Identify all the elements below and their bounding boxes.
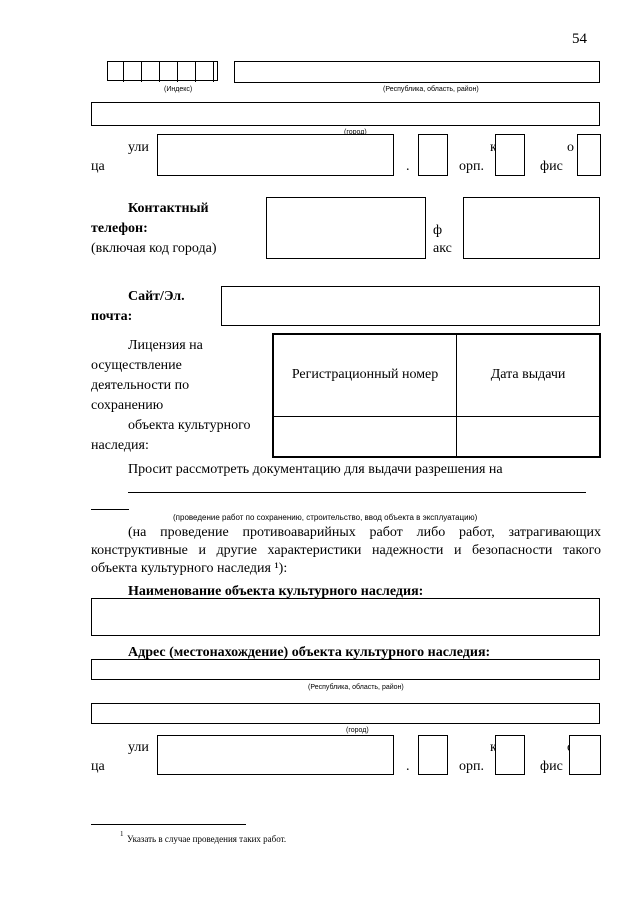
city-caption: (город) bbox=[344, 129, 367, 136]
fax-label-1: ф bbox=[433, 223, 443, 238]
building-label-2: орп. bbox=[459, 159, 484, 174]
object-street-field[interactable] bbox=[157, 735, 394, 775]
phone-field[interactable] bbox=[266, 197, 426, 259]
house-mark: . bbox=[406, 159, 410, 174]
license-label-6: наследия: bbox=[91, 438, 149, 453]
object-office-field[interactable] bbox=[569, 735, 601, 775]
index-caption: (Индекс) bbox=[164, 86, 193, 93]
site-email-label-1: Сайт/Эл. bbox=[128, 289, 185, 304]
license-label-5: объекта культурного bbox=[128, 418, 251, 433]
office-label-1: о bbox=[567, 140, 574, 155]
object-name-field[interactable] bbox=[91, 598, 600, 636]
contact-phone-note: (включая код города) bbox=[91, 241, 217, 256]
city-field[interactable] bbox=[91, 102, 600, 126]
license-label-4: сохранению bbox=[91, 398, 164, 413]
object-building-label-1: к bbox=[490, 740, 497, 755]
license-issue-date-cell[interactable] bbox=[456, 415, 601, 458]
object-house-mark: . bbox=[406, 759, 410, 774]
works-line[interactable] bbox=[128, 492, 586, 493]
object-address-heading: Адрес (местонахождение) объекта культурн… bbox=[128, 645, 491, 660]
fax-label-2: акс bbox=[433, 241, 452, 256]
building-label-1: к bbox=[490, 140, 497, 155]
license-label-1: Лицензия на bbox=[128, 338, 203, 353]
site-email-label-2: почта: bbox=[91, 309, 133, 324]
object-city-field[interactable] bbox=[91, 703, 600, 724]
object-building-label-2: орп. bbox=[459, 759, 484, 774]
object-region-caption: (Республика, область, район) bbox=[308, 684, 404, 691]
object-building-field[interactable] bbox=[495, 735, 525, 775]
footnote-mark: 1 bbox=[120, 830, 124, 838]
license-table: Регистрационный номер Дата выдачи bbox=[272, 333, 601, 458]
object-name-heading: Наименование объекта культурного наследи… bbox=[128, 584, 424, 599]
license-reg-number-cell[interactable] bbox=[272, 415, 458, 458]
works-line-short bbox=[91, 509, 129, 510]
license-label-3: деятельности по bbox=[91, 378, 190, 393]
license-col-issue-date: Дата выдачи bbox=[456, 333, 601, 417]
street-label-2: ца bbox=[91, 159, 105, 174]
office-label-2: фис bbox=[540, 159, 563, 174]
office-field[interactable] bbox=[577, 134, 601, 176]
object-house-field[interactable] bbox=[418, 735, 448, 775]
house-field[interactable] bbox=[418, 134, 448, 176]
building-field[interactable] bbox=[495, 134, 525, 176]
street-label-1: ули bbox=[128, 140, 149, 155]
license-label-2: осуществление bbox=[91, 358, 182, 373]
object-office-label-2: фис bbox=[540, 759, 563, 774]
contact-phone-label-2: телефон: bbox=[91, 221, 148, 236]
page-number: 54 bbox=[572, 31, 587, 47]
object-region-field[interactable] bbox=[91, 659, 600, 680]
contact-phone-label-1: Контактный bbox=[128, 201, 209, 216]
works-caption: (проведение работ по сохранению, строите… bbox=[173, 513, 478, 522]
site-email-field[interactable] bbox=[221, 286, 600, 326]
object-city-caption: (город) bbox=[346, 727, 369, 734]
object-street-label-2: ца bbox=[91, 759, 105, 774]
index-field[interactable] bbox=[107, 61, 218, 82]
street-field[interactable] bbox=[157, 134, 394, 176]
region-caption: (Республика, область, район) bbox=[383, 86, 479, 93]
fax-field[interactable] bbox=[463, 197, 600, 259]
emergency-note: (на проведение противоаварийных работ ли… bbox=[91, 525, 601, 576]
footnote-text: Указать в случае проведения таких работ. bbox=[127, 834, 287, 844]
license-col-reg-number: Регистрационный номер bbox=[272, 333, 458, 417]
object-street-label-1: ули bbox=[128, 740, 149, 755]
request-text: Просит рассмотреть документацию для выда… bbox=[128, 462, 503, 477]
footnote-separator bbox=[91, 824, 246, 825]
region-field[interactable] bbox=[234, 61, 600, 83]
